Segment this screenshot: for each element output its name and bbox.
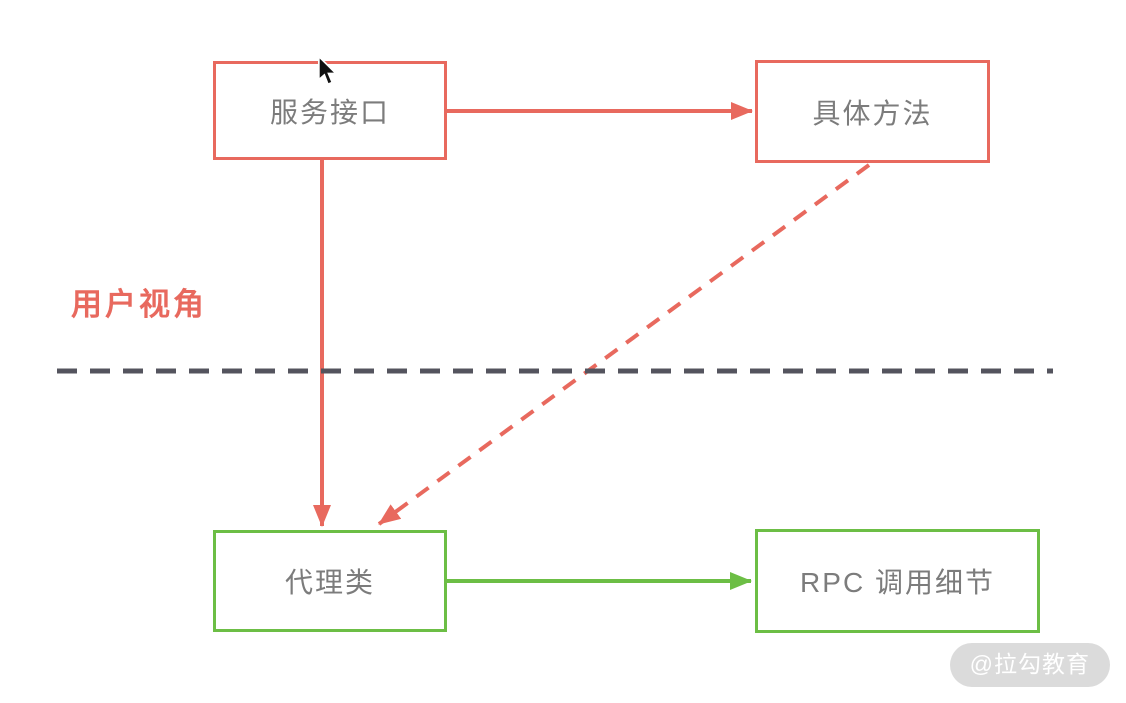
concrete-method-label: 具体方法 — [812, 97, 933, 129]
mouse-cursor-icon — [318, 55, 338, 86]
edge-method-to-proxy-dashed — [377, 163, 871, 526]
proxy-class-label: 代理类 — [284, 567, 375, 598]
rpc-details-label: RPC 调用细节 — [800, 567, 995, 598]
rpc-details-box[interactable]: RPC 调用细节 — [755, 529, 1040, 633]
service-interface-label: 服务接口 — [269, 96, 390, 128]
watermark-badge: @拉勾教育 — [949, 643, 1110, 687]
proxy-class-box[interactable]: 代理类 — [213, 530, 447, 632]
concrete-method-box[interactable]: 具体方法 — [755, 60, 990, 163]
user-perspective-label: 用户视角 — [71, 287, 207, 322]
